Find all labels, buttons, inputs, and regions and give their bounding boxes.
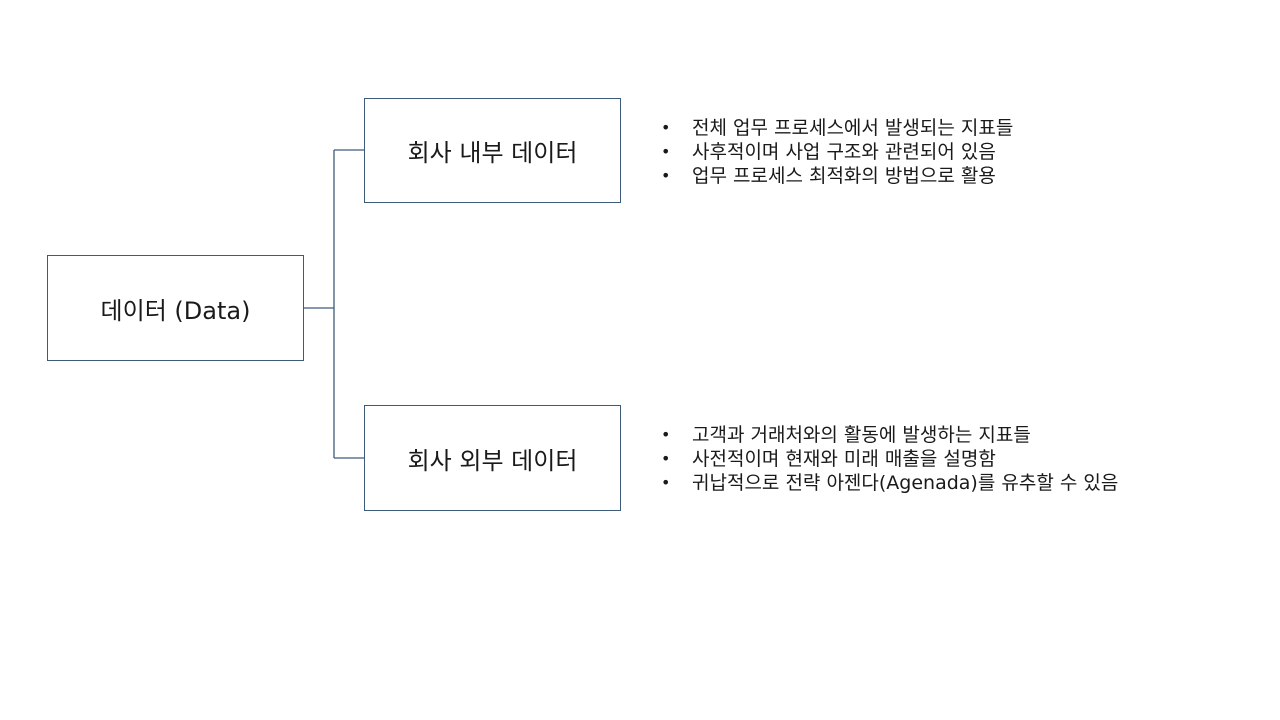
external-bullet-item: 귀납적으로 전략 아젠다(Agenada)를 유추할 수 있음: [660, 471, 1118, 495]
external-data-bullet-list: 고객과 거래처와의 활동에 발생하는 지표들 사전적이며 현재와 미래 매출을 …: [660, 423, 1118, 495]
root-node-data: 데이터 (Data): [47, 255, 304, 361]
internal-bullet-item: 전체 업무 프로세스에서 발생되는 지표들: [660, 116, 1013, 140]
internal-data-label: 회사 내부 데이터: [407, 139, 578, 167]
root-node-label: 데이터 (Data): [100, 296, 251, 325]
branch-node-external-data: 회사 외부 데이터: [364, 405, 621, 511]
external-bullet-item: 고객과 거래처와의 활동에 발생하는 지표들: [660, 423, 1118, 447]
internal-bullet-item: 업무 프로세스 최적화의 방법으로 활용: [660, 164, 1013, 188]
branch-node-internal-data: 회사 내부 데이터: [364, 98, 621, 203]
external-data-label: 회사 외부 데이터: [407, 446, 578, 475]
internal-data-bullet-list: 전체 업무 프로세스에서 발생되는 지표들 사후적이며 사업 구조와 관련되어 …: [660, 116, 1013, 188]
internal-bullet-item: 사후적이며 사업 구조와 관련되어 있음: [660, 140, 1013, 164]
external-bullet-item: 사전적이며 현재와 미래 매출을 설명함: [660, 447, 1118, 471]
